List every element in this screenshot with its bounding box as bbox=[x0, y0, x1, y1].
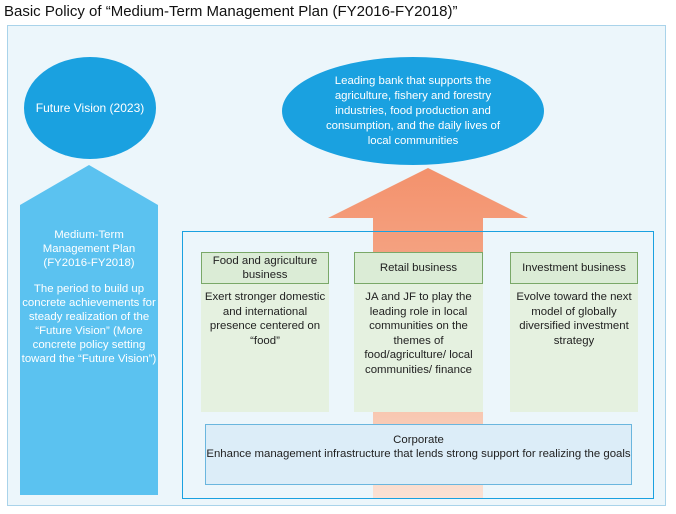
retail-business-body: JA and JF to play the leading role in lo… bbox=[354, 284, 483, 412]
retail-business-header: Retail business bbox=[354, 252, 483, 284]
corporate-heading: Corporate bbox=[393, 434, 444, 446]
future-vision-circle: Future Vision (2023) bbox=[24, 57, 156, 159]
food-business-text: Exert stronger domestic and internationa… bbox=[204, 291, 326, 347]
page-title: Basic Policy of “Medium-Term Management … bbox=[4, 3, 458, 20]
investment-business-text: Evolve toward the next model of globally… bbox=[516, 291, 632, 347]
investment-business-header: Investment business bbox=[510, 252, 638, 284]
investment-business-body: Evolve toward the next model of globally… bbox=[510, 284, 638, 412]
goal-text: Leading bank that supports the agricultu… bbox=[325, 74, 501, 147]
food-business-header: Food and agriculture business bbox=[201, 252, 329, 284]
future-vision-label: Future Vision (2023) bbox=[35, 101, 145, 115]
retail-business-label: Retail business bbox=[379, 262, 458, 274]
medium-term-plan-arrow bbox=[20, 165, 158, 495]
goal-ellipse: Leading bank that supports the agricultu… bbox=[282, 57, 544, 165]
food-business-label: Food and agriculture business bbox=[212, 255, 318, 281]
retail-business-text: JA and JF to play the leading role in lo… bbox=[364, 291, 473, 376]
medium-term-plan-heading: Medium-Term Management Plan (FY2016-FY20… bbox=[42, 229, 136, 269]
food-business-body: Exert stronger domestic and internationa… bbox=[201, 284, 329, 412]
business-frame bbox=[182, 231, 654, 499]
corporate-text: Enhance management infrastructure that l… bbox=[206, 448, 631, 460]
investment-business-label: Investment business bbox=[522, 262, 626, 274]
medium-term-plan-text: Medium-Term Management Plan (FY2016-FY20… bbox=[20, 228, 158, 366]
corporate-box: Corporate Enhance management infrastruct… bbox=[205, 424, 632, 485]
medium-term-plan-description: The period to build up concrete achievem… bbox=[21, 283, 157, 365]
